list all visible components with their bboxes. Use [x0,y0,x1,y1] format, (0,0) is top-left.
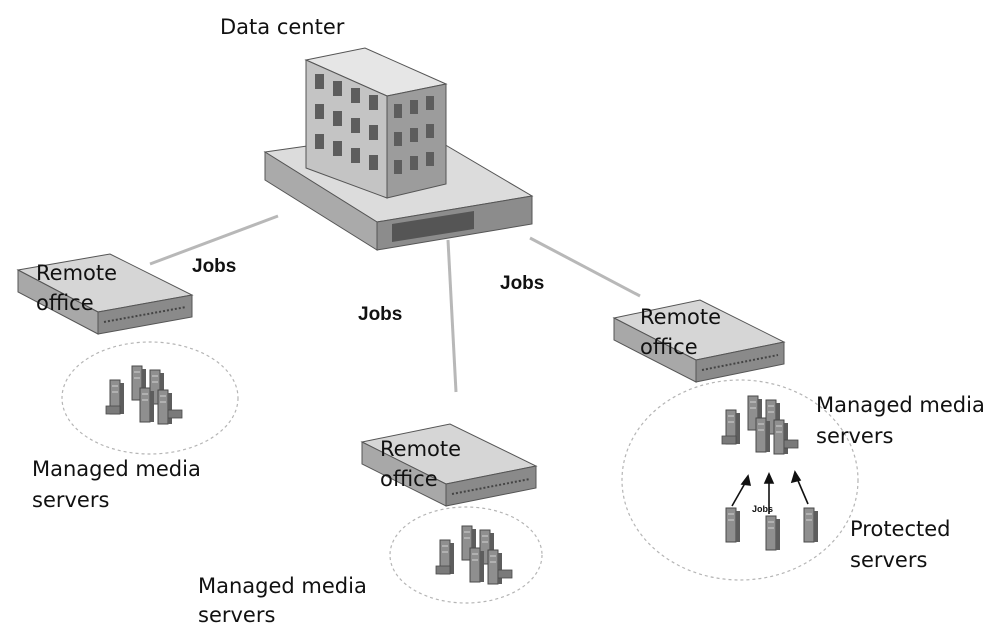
group-ellipse-middle [389,506,543,604]
connector-to-right [529,236,641,298]
remote-office-right-box [612,299,786,383]
media-servers-left-label-line1: Managed media [32,457,201,481]
jobs-label-middle: Jobs [358,304,403,325]
group-ellipse-left [61,341,239,455]
protected-servers-label-line1: Protected [850,517,951,541]
data-center-label: Data center [220,15,345,39]
remote-office-middle-label-line1: Remote [380,437,462,461]
media-servers-right-label-line2: servers [816,424,894,448]
jobs-label-left: Jobs [192,256,237,277]
remote-office-left-label-line1: Remote [36,261,118,285]
media-servers-right-label-line1: Managed media [816,393,985,417]
remote-office-left-label: Remote office [36,258,117,318]
media-servers-middle-label-line2: servers [198,603,276,627]
protected-servers-label: Protected servers [850,514,951,576]
media-servers-middle-icon [436,526,512,584]
remote-office-left-box [16,253,194,335]
connector-to-left [149,214,279,266]
protected-to-media-arrows [731,470,809,514]
media-servers-left-label-line2: servers [32,488,110,512]
remote-office-left-label-line2: office [36,291,94,315]
protected-servers-label-line2: servers [850,548,928,572]
remote-office-middle-label: Remote office [380,434,461,494]
jobs-label-right: Jobs [500,273,545,294]
group-ellipse-right [621,379,859,581]
media-servers-middle-label-line1: Managed media [198,574,367,598]
remote-office-right-label: Remote office [640,302,721,362]
media-servers-right-icon [722,396,798,454]
media-servers-middle-label: Managed media servers [198,572,367,630]
data-center-building [263,47,534,251]
remote-office-right-label-line1: Remote [640,305,722,329]
remote-office-middle-label-line2: office [380,467,438,491]
media-servers-left-icon [106,366,182,424]
media-servers-left-label: Managed media servers [32,454,201,516]
protected-servers-icon [725,507,819,551]
remote-office-middle-box [360,423,538,507]
connector-to-middle [446,239,458,393]
media-servers-right-label: Managed media servers [816,390,985,452]
jobs-label-protected: Jobs [752,504,774,514]
remote-office-right-label-line2: office [640,335,698,359]
